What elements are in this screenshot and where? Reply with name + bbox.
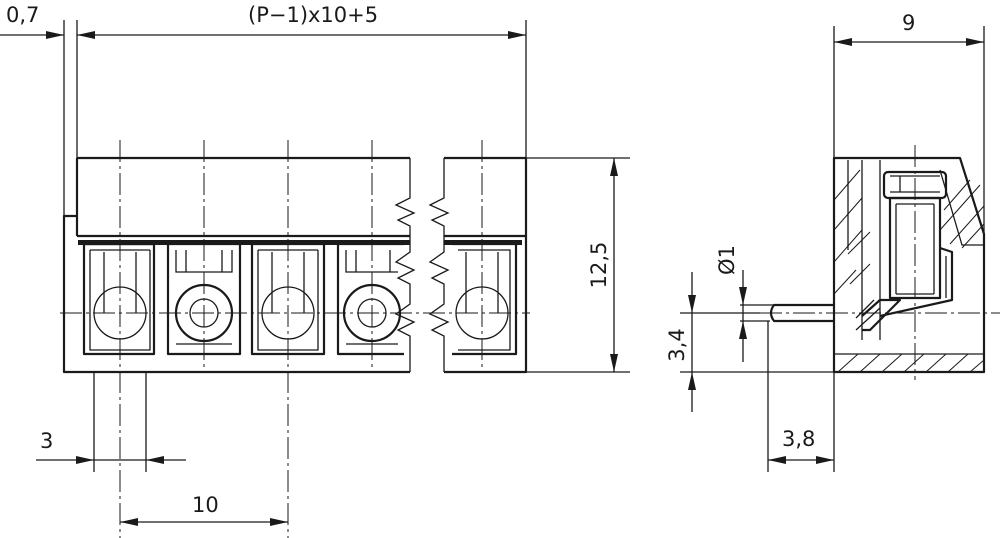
- dim-pin-height: 3,4: [665, 328, 689, 361]
- dim-offset-left: 0,7: [6, 3, 39, 27]
- dim-height: 12,5: [587, 242, 611, 289]
- dim-total-width: (P−1)x10+5: [248, 3, 378, 27]
- front-dimensions: 0,7 (P−1)x10+5 12,5 3 10: [0, 3, 630, 526]
- break-line-left: [394, 158, 416, 372]
- ledge-bar: [78, 240, 410, 245]
- housing-top: [62, 156, 528, 374]
- side-view: [760, 145, 1000, 380]
- front-view: [60, 140, 530, 538]
- dim-edge-offset: 3: [40, 429, 53, 453]
- dim-pin-diameter: Ø1: [715, 245, 739, 275]
- break-line-right: [428, 158, 450, 372]
- clamp-entry-1: [82, 242, 156, 356]
- ledge-bar-right: [444, 240, 522, 245]
- clamp-screw-2: [336, 242, 404, 356]
- dim-pitch: 10: [192, 493, 219, 517]
- side-hatching: [834, 169, 984, 372]
- clamp-entry-3: [452, 242, 518, 356]
- dim-pin-length: 3,8: [782, 427, 815, 451]
- side-clamp: [855, 170, 954, 332]
- side-dimensions: 9 Ø1 3,4 3,8: [665, 11, 985, 472]
- side-outline: [832, 156, 986, 374]
- dim-side-width: 9: [902, 11, 915, 35]
